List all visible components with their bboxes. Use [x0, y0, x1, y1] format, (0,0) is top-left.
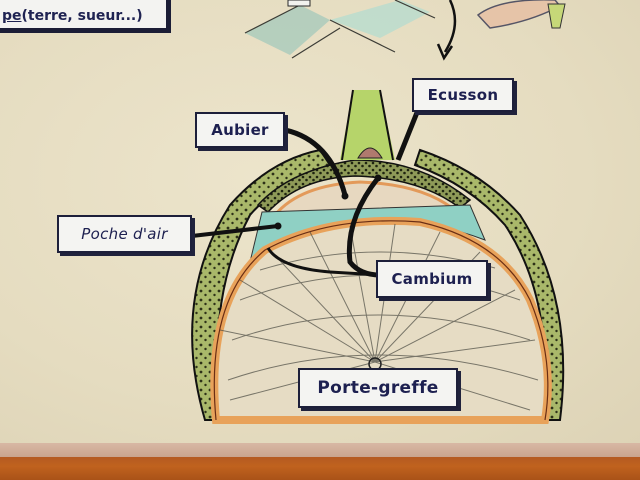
top-illustration [244, 0, 566, 61]
label-aubier: Aubier [195, 112, 285, 148]
label-cambium-text: Cambium [391, 270, 473, 288]
label-poche-dair-text: Poche d'air [81, 225, 168, 243]
label-aubier-text: Aubier [211, 121, 269, 139]
label-porte-greffe: Porte-greffe [298, 368, 458, 408]
frame-edge [0, 443, 640, 457]
label-ecusson-text: Ecusson [427, 86, 499, 104]
title-underlined-text: pe [2, 8, 22, 24]
label-porte-greffe-text: Porte-greffe [317, 378, 439, 398]
title-text-box: pe (terre, sueur...) [0, 0, 168, 30]
label-cambium: Cambium [376, 260, 488, 298]
wooden-frame [0, 457, 640, 480]
graft-cross-section-drawing [191, 0, 566, 424]
label-ecusson: Ecusson [412, 78, 514, 112]
label-poche-dair: Poche d'air [57, 215, 192, 253]
title-text: (terre, sueur...) [21, 8, 143, 24]
